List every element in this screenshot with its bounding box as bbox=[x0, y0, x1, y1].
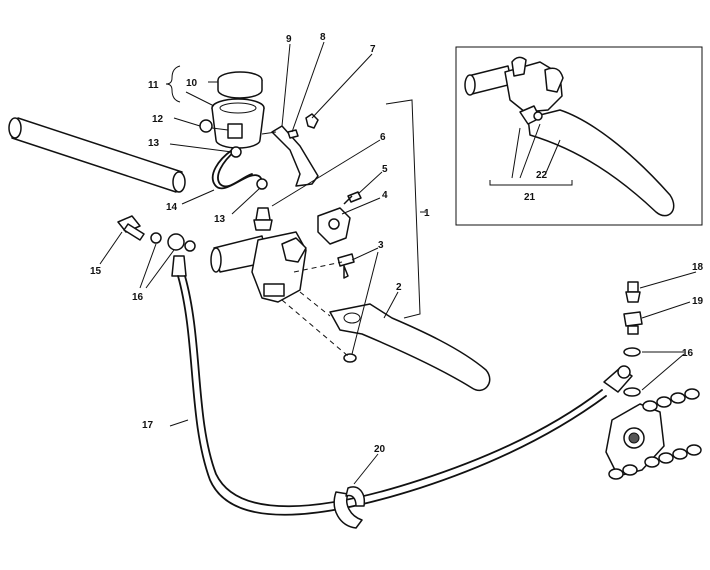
callout-10: 10 bbox=[186, 78, 198, 89]
callout-16-right: 16 bbox=[682, 348, 694, 359]
bracket-1 bbox=[385, 99, 421, 319]
callout-3: 3 bbox=[378, 240, 384, 251]
callout-9: 9 bbox=[286, 34, 292, 45]
hydraulic-hose-icon bbox=[177, 275, 607, 516]
callout-11: 11 bbox=[148, 80, 159, 91]
washer-16b-icon bbox=[184, 240, 196, 252]
master-cylinder-icon bbox=[210, 231, 307, 303]
callout-22: 22 bbox=[536, 170, 548, 181]
handlebar-icon bbox=[8, 117, 186, 193]
clutch-lever-icon bbox=[329, 303, 491, 391]
callout-2: 2 bbox=[396, 282, 402, 293]
callout-13-top: 13 bbox=[148, 138, 160, 149]
callout-15: 15 bbox=[90, 266, 102, 277]
inset-leader-21 bbox=[511, 123, 541, 179]
slave-bleed-screw-18-icon bbox=[625, 281, 641, 303]
banjo-union-icon bbox=[167, 233, 185, 251]
callout-18: 18 bbox=[692, 262, 704, 273]
callout-17: 17 bbox=[142, 420, 154, 431]
bleed-bolt-15-icon bbox=[117, 215, 145, 241]
hose-clip-20-icon bbox=[333, 491, 363, 529]
slave-washer-a-icon bbox=[623, 347, 641, 357]
callout-8: 8 bbox=[320, 32, 326, 43]
bracket-screw-icon bbox=[287, 129, 299, 139]
callout-4: 4 bbox=[382, 190, 388, 201]
washer-16a-icon bbox=[150, 232, 162, 244]
callout-1: 1 bbox=[424, 208, 430, 219]
clamp-screw-5-icon bbox=[343, 191, 362, 205]
callout-20: 20 bbox=[374, 444, 386, 455]
slave-banjo-icon bbox=[603, 365, 633, 393]
banjo-bolt-6-icon bbox=[253, 207, 273, 231]
callout-labels: 1 2 3 4 5 6 7 8 9 10 11 12 13 13 14 15 1… bbox=[90, 32, 704, 455]
callout-5: 5 bbox=[382, 164, 388, 175]
callout-21: 21 bbox=[524, 192, 536, 203]
bracket-bolt-7-icon bbox=[305, 113, 319, 129]
inset-bracket-21 bbox=[489, 180, 573, 186]
callout-16-left: 16 bbox=[132, 292, 144, 303]
inset-lever-assembly-icon bbox=[464, 56, 675, 217]
hose-fitting-top-icon bbox=[171, 255, 187, 277]
drive-chain-icon bbox=[608, 388, 702, 480]
callout-7: 7 bbox=[370, 44, 376, 55]
bracket-clamp-4-icon bbox=[317, 207, 351, 245]
callout-6: 6 bbox=[380, 132, 386, 143]
slave-washer-b-icon bbox=[623, 387, 641, 397]
inset-frame bbox=[455, 46, 703, 226]
hose-clamp-bottom-icon bbox=[256, 178, 268, 190]
callout-12: 12 bbox=[152, 114, 164, 125]
lever-pivot-3-icon bbox=[337, 253, 357, 363]
leader-lines bbox=[99, 41, 697, 485]
callout-19: 19 bbox=[692, 296, 704, 307]
hose-clamp-top-icon bbox=[230, 146, 242, 158]
inset-leader-22 bbox=[544, 139, 561, 176]
bracket-11 bbox=[165, 65, 181, 103]
callout-13-bottom: 13 bbox=[214, 214, 226, 225]
reservoir-body-icon bbox=[211, 98, 265, 149]
callout-14: 14 bbox=[166, 202, 178, 213]
reservoir-cap-icon bbox=[217, 71, 263, 99]
reservoir-clamp-nut-icon bbox=[199, 119, 213, 133]
slave-bolt-19-icon bbox=[623, 311, 643, 335]
